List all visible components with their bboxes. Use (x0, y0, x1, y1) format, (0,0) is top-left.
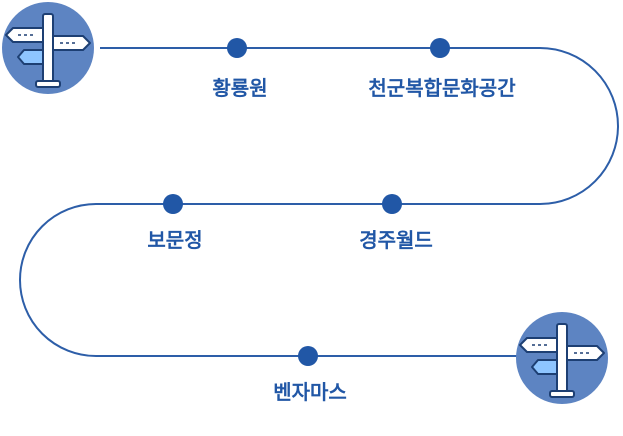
signpost-right-board (52, 35, 91, 51)
signpost-icon (519, 323, 605, 398)
signpost-lower-board (17, 49, 44, 65)
signpost-base (35, 80, 61, 88)
signpost-base (549, 390, 575, 398)
signpost-pole (556, 323, 568, 395)
signpost-pole (42, 13, 54, 85)
stop-label-cheongun: 천군복합문화공간 (368, 76, 516, 100)
stop-dot-bomunjeong (163, 194, 183, 214)
stop-label-gyeongju-world: 경주월드 (359, 228, 433, 252)
stop-label-bomunjeong: 보문정 (147, 228, 202, 252)
signpost-lower-board (531, 359, 558, 375)
signpost-icon (5, 13, 91, 88)
end-signpost (516, 312, 608, 404)
stop-dot-benjamas (298, 346, 318, 366)
stop-dot-cheongun (430, 38, 450, 58)
route-line (19, 47, 619, 357)
start-signpost (2, 2, 94, 94)
stop-label-benjamas: 벤자마스 (273, 380, 347, 404)
signpost-right-board (566, 345, 605, 361)
stop-dot-gyeongju-world (382, 194, 402, 214)
stop-dot-hwangyongwon (227, 38, 247, 58)
stop-label-hwangyongwon: 황룡원 (212, 76, 267, 100)
